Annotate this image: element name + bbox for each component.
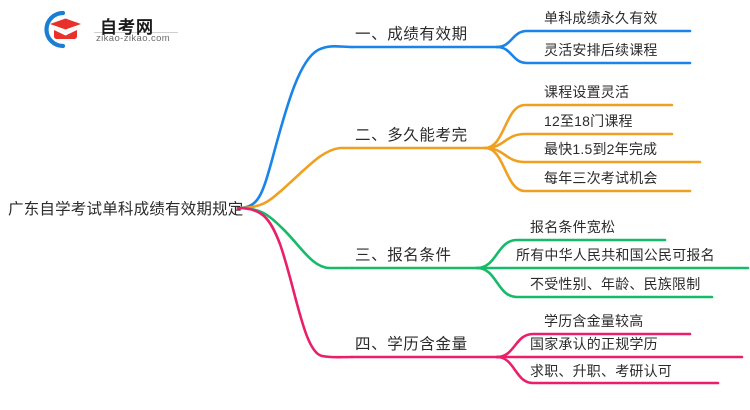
mindmap-branch-1-label[interactable]: 一、成绩有效期 <box>355 26 468 43</box>
mindmap-leaf-3-1[interactable]: 报名条件宽松 <box>530 219 616 235</box>
logo-mark <box>44 10 81 49</box>
mindmap-leaf-1-1[interactable]: 单科成绩永久有效 <box>544 10 658 26</box>
mindmap-leaf-1-2[interactable]: 灵活安排后续课程 <box>544 42 658 58</box>
connector-branch4-leaf3 <box>495 355 720 385</box>
connector-branch3-leaf3 <box>475 266 714 299</box>
mindmap-leaf-3-2[interactable]: 所有中华人民共和国公民可报名 <box>516 247 715 263</box>
mindmap-branch-2-label[interactable]: 二、多久能考完 <box>355 127 468 144</box>
cap-notch-icon <box>54 27 77 39</box>
cap-front-icon <box>54 30 77 39</box>
mindmap-branch-4-label[interactable]: 四、学历含金量 <box>355 336 468 353</box>
connector-branch1-leaf2 <box>495 45 692 65</box>
connector-branch2-leaf4 <box>483 146 692 193</box>
mindmap-root-node[interactable]: 广东自学考试单科成绩有效期规定 <box>8 201 244 218</box>
connector-root-branch3 <box>236 206 354 270</box>
connector-root-branch4 <box>236 206 354 359</box>
site-logo: 自考网 zikao-zikao.com <box>32 8 178 50</box>
mindmap-leaf-2-1[interactable]: 课程设置灵活 <box>544 84 630 100</box>
connector-root-branch1 <box>236 44 354 210</box>
mindmap-leaf-2-2[interactable]: 12至18门课程 <box>544 113 633 129</box>
mindmap-leaf-4-1[interactable]: 学历含金量较高 <box>544 313 644 329</box>
logo-site-url: zikao-zikao.com <box>96 33 171 44</box>
mindmap-branch-3-label[interactable]: 三、报名条件 <box>355 247 452 264</box>
mindmap-leaf-4-2[interactable]: 国家承认的正规学历 <box>530 336 658 352</box>
logo-site-name: 自考网 <box>100 18 154 37</box>
mindmap-leaf-2-3[interactable]: 最快1.5到2年完成 <box>544 141 658 157</box>
mindmap-leaf-4-3[interactable]: 求职、升职、考研认可 <box>530 363 672 379</box>
graduation-cap-icon <box>50 18 81 30</box>
connector-root-branch2 <box>236 146 354 210</box>
logo-divider <box>94 32 178 33</box>
mindmap-leaf-2-4[interactable]: 每年三次考试机会 <box>544 170 658 186</box>
mindmap-leaf-3-3[interactable]: 不受性别、年龄、民族限制 <box>530 276 701 292</box>
arc-icon <box>44 10 66 49</box>
